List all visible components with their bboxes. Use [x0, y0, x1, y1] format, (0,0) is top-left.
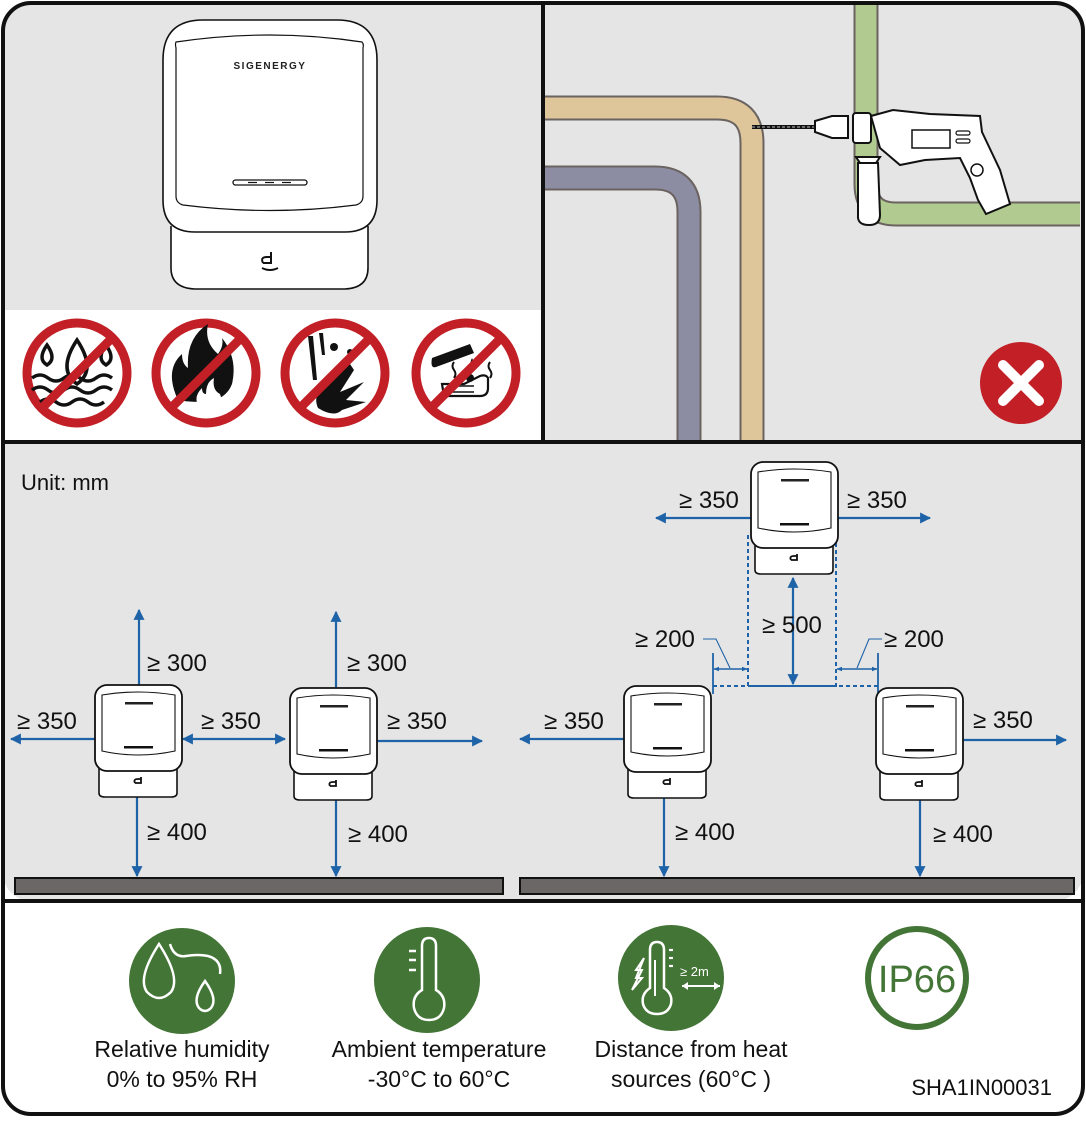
clearance-label-vertical-gap: ≥ 500: [762, 612, 822, 639]
brand-logo: SIGENERGY: [234, 61, 307, 72]
humidity-icon: [129, 928, 235, 1034]
drill-icon: [752, 108, 1012, 227]
no-corrosive-icon: [411, 318, 521, 428]
clearance-label-right-2: ≥ 350: [387, 708, 447, 735]
heat-distance-caption: Distance from heat sources (60°C ): [556, 1034, 826, 1094]
temperature-caption-line2: -30°C to 60°C: [367, 1066, 511, 1092]
clearance-label-br-right: ≥ 350: [973, 707, 1033, 734]
clearance-label-top-2: ≥ 300: [347, 650, 407, 677]
clearance-label-bottom-2: ≥ 400: [348, 821, 408, 848]
unit-label: Unit: mm: [21, 470, 109, 495]
heat-distance-caption-line2: sources (60°C ): [610, 1066, 772, 1092]
clearance-label-bl-bottom: ≥ 400: [675, 819, 735, 846]
clearance-label-top-right: ≥ 350: [847, 487, 907, 514]
clearance-label-br-bottom: ≥ 400: [933, 821, 993, 848]
clearance-label-bl-left: ≥ 350: [544, 708, 604, 735]
clearance-label-top-left: ≥ 350: [679, 487, 739, 514]
humidity-caption: Relative humidity 0% to 95% RH: [47, 1034, 317, 1094]
ip-rating-text: IP66: [878, 959, 956, 1001]
device-top: [750, 461, 839, 575]
clearance-label-between: ≥ 350: [201, 708, 261, 735]
clearance-label-offset-right: ≥ 200: [884, 626, 944, 653]
thermometer-icon: [374, 927, 480, 1033]
floor-left: [14, 877, 504, 895]
temperature-caption: Ambient temperature -30°C to 60°C: [294, 1034, 584, 1094]
ip-rating-icon: IP66: [865, 926, 969, 1030]
red-x-icon: [980, 342, 1062, 424]
requirements-band: [3, 901, 1083, 1114]
device-unit-1: [94, 684, 183, 798]
clearance-label-left-1: ≥ 350: [17, 708, 77, 735]
document-code: SHA1IN00031: [911, 1075, 1052, 1100]
heat-distance-caption-line1: Distance from heat: [594, 1036, 788, 1062]
clearance-staggered: [518, 461, 1068, 878]
device-unit-2: [289, 687, 378, 801]
humidity-caption-line1: Relative humidity: [94, 1036, 270, 1062]
floor-right: [519, 877, 1075, 895]
gray-pipe: [545, 167, 700, 440]
heat-distance-icon: ≥ 2m: [618, 925, 724, 1031]
no-water-icon: [22, 318, 132, 428]
clearance-label-offset-left: ≥ 200: [635, 626, 695, 653]
no-explosive-icon: [280, 318, 390, 428]
tan-pipe: [545, 97, 763, 440]
device-bottom-left: [623, 685, 712, 799]
clearance-label-top-1: ≥ 300: [147, 650, 207, 677]
device-bottom-right: [875, 687, 964, 801]
clearance-label-bottom-1: ≥ 400: [147, 819, 207, 846]
device-illustration: SIGENERGY: [162, 19, 378, 290]
distance-badge-text: ≥ 2m: [680, 964, 709, 979]
clearance-side-by-side: [9, 608, 484, 878]
humidity-caption-line2: 0% to 95% RH: [106, 1066, 258, 1092]
no-fire-icon: [151, 318, 261, 428]
temperature-caption-line1: Ambient temperature: [331, 1036, 547, 1062]
